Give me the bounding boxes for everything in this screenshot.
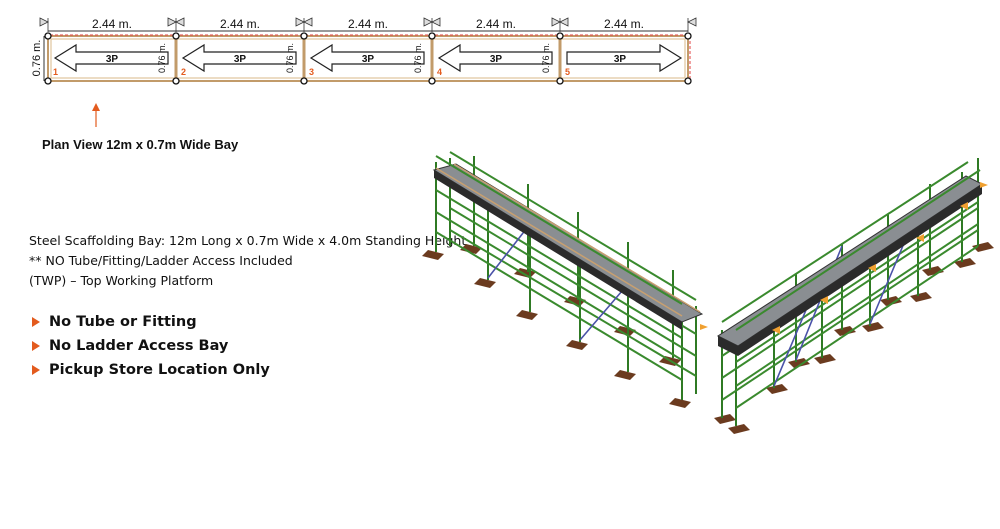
- description-line: Steel Scaffolding Bay: 12m Long x 0.7m W…: [29, 233, 467, 248]
- bullet-arrow-icon: [32, 341, 40, 351]
- scaffold-render-right: [714, 158, 994, 434]
- clamp-marker: [772, 182, 988, 334]
- bay-length-label: 2.44 m.: [92, 17, 132, 31]
- post-marker: [44, 32, 692, 85]
- feature-label: No Ladder Access Bay: [49, 338, 229, 354]
- flag-marker: [39, 17, 697, 32]
- bay-number: 4: [437, 67, 442, 77]
- feature-list: No Tube or Fitting No Ladder Access Bay …: [32, 312, 270, 384]
- bay-number: 5: [565, 67, 570, 77]
- platform-label: 3P: [234, 54, 247, 65]
- inner-width-label: 0.76 m.: [413, 43, 423, 73]
- inner-width-label: 0.76 m.: [285, 43, 295, 73]
- description-line: (TWP) – Top Working Platform: [29, 273, 214, 288]
- bay-number: 2: [181, 67, 186, 77]
- bay-width-label: 0.76 m.: [31, 40, 43, 77]
- bay-number: 3: [309, 67, 314, 77]
- bullet-arrow-icon: [32, 365, 40, 375]
- platform-label: 3P: [106, 54, 119, 65]
- plan-view-diagram: 2.44 m. 2.44 m. 2.44 m. 2.44 m. 2.44 m. …: [31, 17, 697, 127]
- bay-length-label: 2.44 m.: [476, 17, 516, 31]
- platform-label: 3P: [614, 54, 627, 65]
- bay-length-label: 2.44 m.: [604, 17, 644, 31]
- feature-label: No Tube or Fitting: [49, 314, 197, 330]
- pointer-arrow-icon: [92, 103, 100, 127]
- platform-label: 3P: [490, 54, 503, 65]
- bay-length-label: 2.44 m.: [348, 17, 388, 31]
- bay-number: 1: [53, 67, 58, 77]
- bay-length-label: 2.44 m.: [220, 17, 260, 31]
- base-plate: [422, 244, 691, 408]
- feature-item: No Tube or Fitting: [32, 312, 270, 336]
- feature-item: Pickup Store Location Only: [32, 360, 270, 384]
- inner-width-label: 0.76 m.: [541, 43, 551, 73]
- plan-view-caption: Plan View 12m x 0.7m Wide Bay: [42, 137, 239, 152]
- feature-label: Pickup Store Location Only: [49, 362, 270, 378]
- bullet-arrow-icon: [32, 317, 40, 327]
- inner-width-label: 0.76 m.: [157, 43, 167, 73]
- description-line: ** NO Tube/Fitting/Ladder Access Include…: [29, 253, 293, 268]
- base-plate: [714, 242, 994, 434]
- feature-item: No Ladder Access Bay: [32, 336, 270, 360]
- platform-arrow: [53, 43, 683, 73]
- platform-label: 3P: [362, 54, 375, 65]
- scaffold-render-left: [422, 151, 708, 408]
